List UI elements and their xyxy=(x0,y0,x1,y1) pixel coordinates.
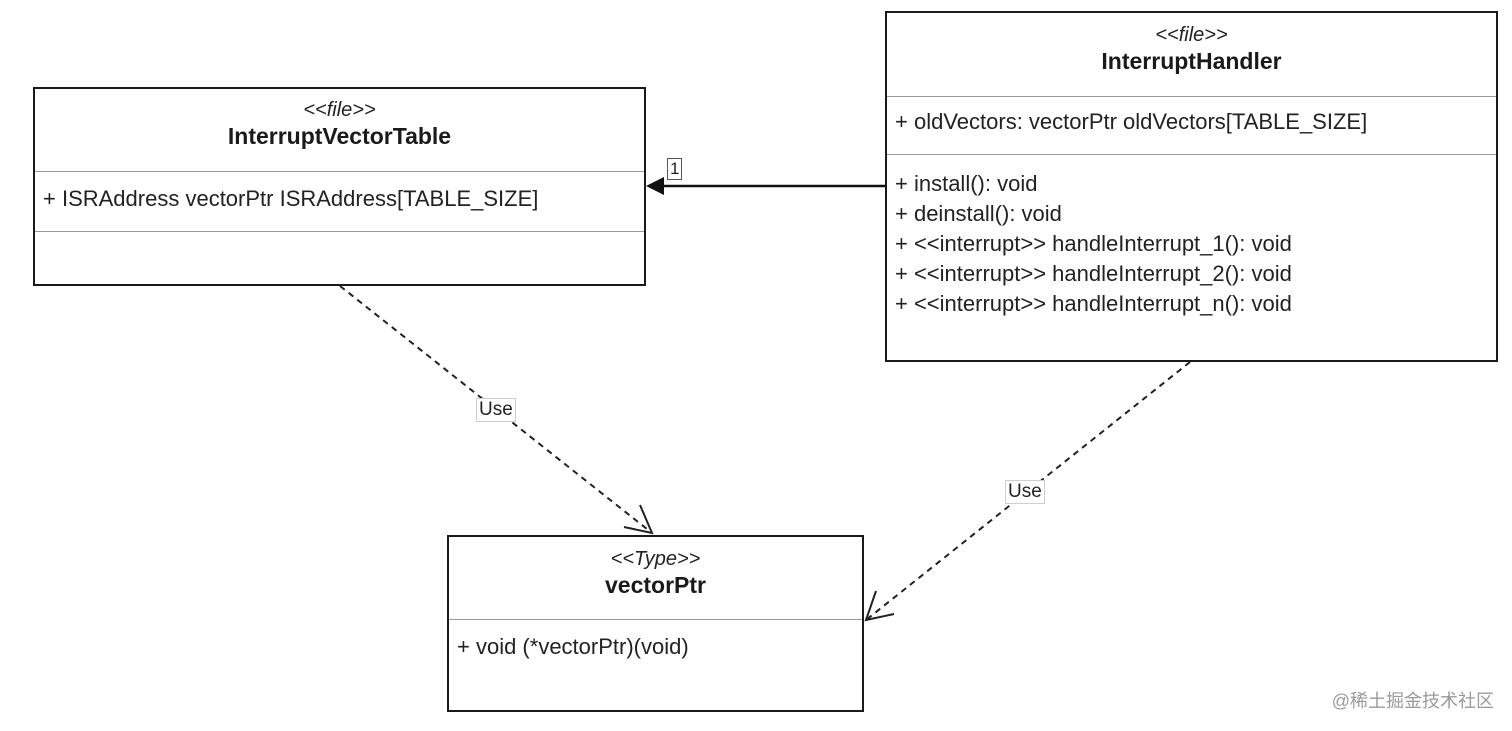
class-interrupt-handler[interactable]: <<file>> InterruptHandler + oldVectors: … xyxy=(885,11,1498,362)
class-vector-ptr[interactable]: <<Type>> vectorPtr + void (*vectorPtr)(v… xyxy=(447,535,864,712)
operation: + deinstall(): void xyxy=(895,201,1062,226)
association-multiplicity-label: 1 xyxy=(667,158,683,180)
association-arrowhead xyxy=(646,177,664,195)
attributes-section: + oldVectors: vectorPtr oldVectors[TABLE… xyxy=(887,97,1496,155)
operations-section xyxy=(35,232,644,244)
use-dependency-right-arrowhead xyxy=(864,590,895,622)
class-name: vectorPtr xyxy=(605,572,706,598)
use-label-left: Use xyxy=(476,398,516,422)
attributes-section: + ISRAddress vectorPtr ISRAddress[TABLE_… xyxy=(35,172,644,232)
operation: + <<interrupt>> handleInterrupt_2(): voi… xyxy=(895,261,1292,286)
use-dependency-right-line xyxy=(865,361,1191,621)
operation: + install(): void xyxy=(895,171,1038,196)
attribute: + ISRAddress vectorPtr ISRAddress[TABLE_… xyxy=(43,186,539,211)
class-stereotype: <<file>> xyxy=(303,99,376,121)
attributes-section: + void (*vectorPtr)(void) xyxy=(449,620,862,668)
operations-section: + install(): void + deinstall(): void + … xyxy=(887,155,1496,325)
use-dependency-left-arrowhead xyxy=(623,504,654,535)
use-label-right: Use xyxy=(1005,480,1045,504)
class-stereotype: <<file>> xyxy=(1155,24,1228,46)
class-stereotype: <<Type>> xyxy=(610,548,701,570)
class-name: InterruptHandler xyxy=(1101,48,1282,74)
class-header: <<file>> InterruptVectorTable xyxy=(35,89,644,172)
class-name: InterruptVectorTable xyxy=(227,123,452,149)
operation: + <<interrupt>> handleInterrupt_n(): voi… xyxy=(895,291,1292,316)
attribute: + void (*vectorPtr)(void) xyxy=(457,634,689,659)
operation: + <<interrupt>> handleInterrupt_1(): voi… xyxy=(895,231,1292,256)
class-header: <<Type>> vectorPtr xyxy=(449,537,862,620)
class-interrupt-vector-table[interactable]: <<file>> InterruptVectorTable + ISRAddre… xyxy=(33,87,646,286)
class-header: <<file>> InterruptHandler xyxy=(887,13,1496,97)
attribute: + oldVectors: vectorPtr oldVectors[TABLE… xyxy=(895,109,1368,134)
watermark: @稀土掘金技术社区 xyxy=(1331,691,1494,711)
